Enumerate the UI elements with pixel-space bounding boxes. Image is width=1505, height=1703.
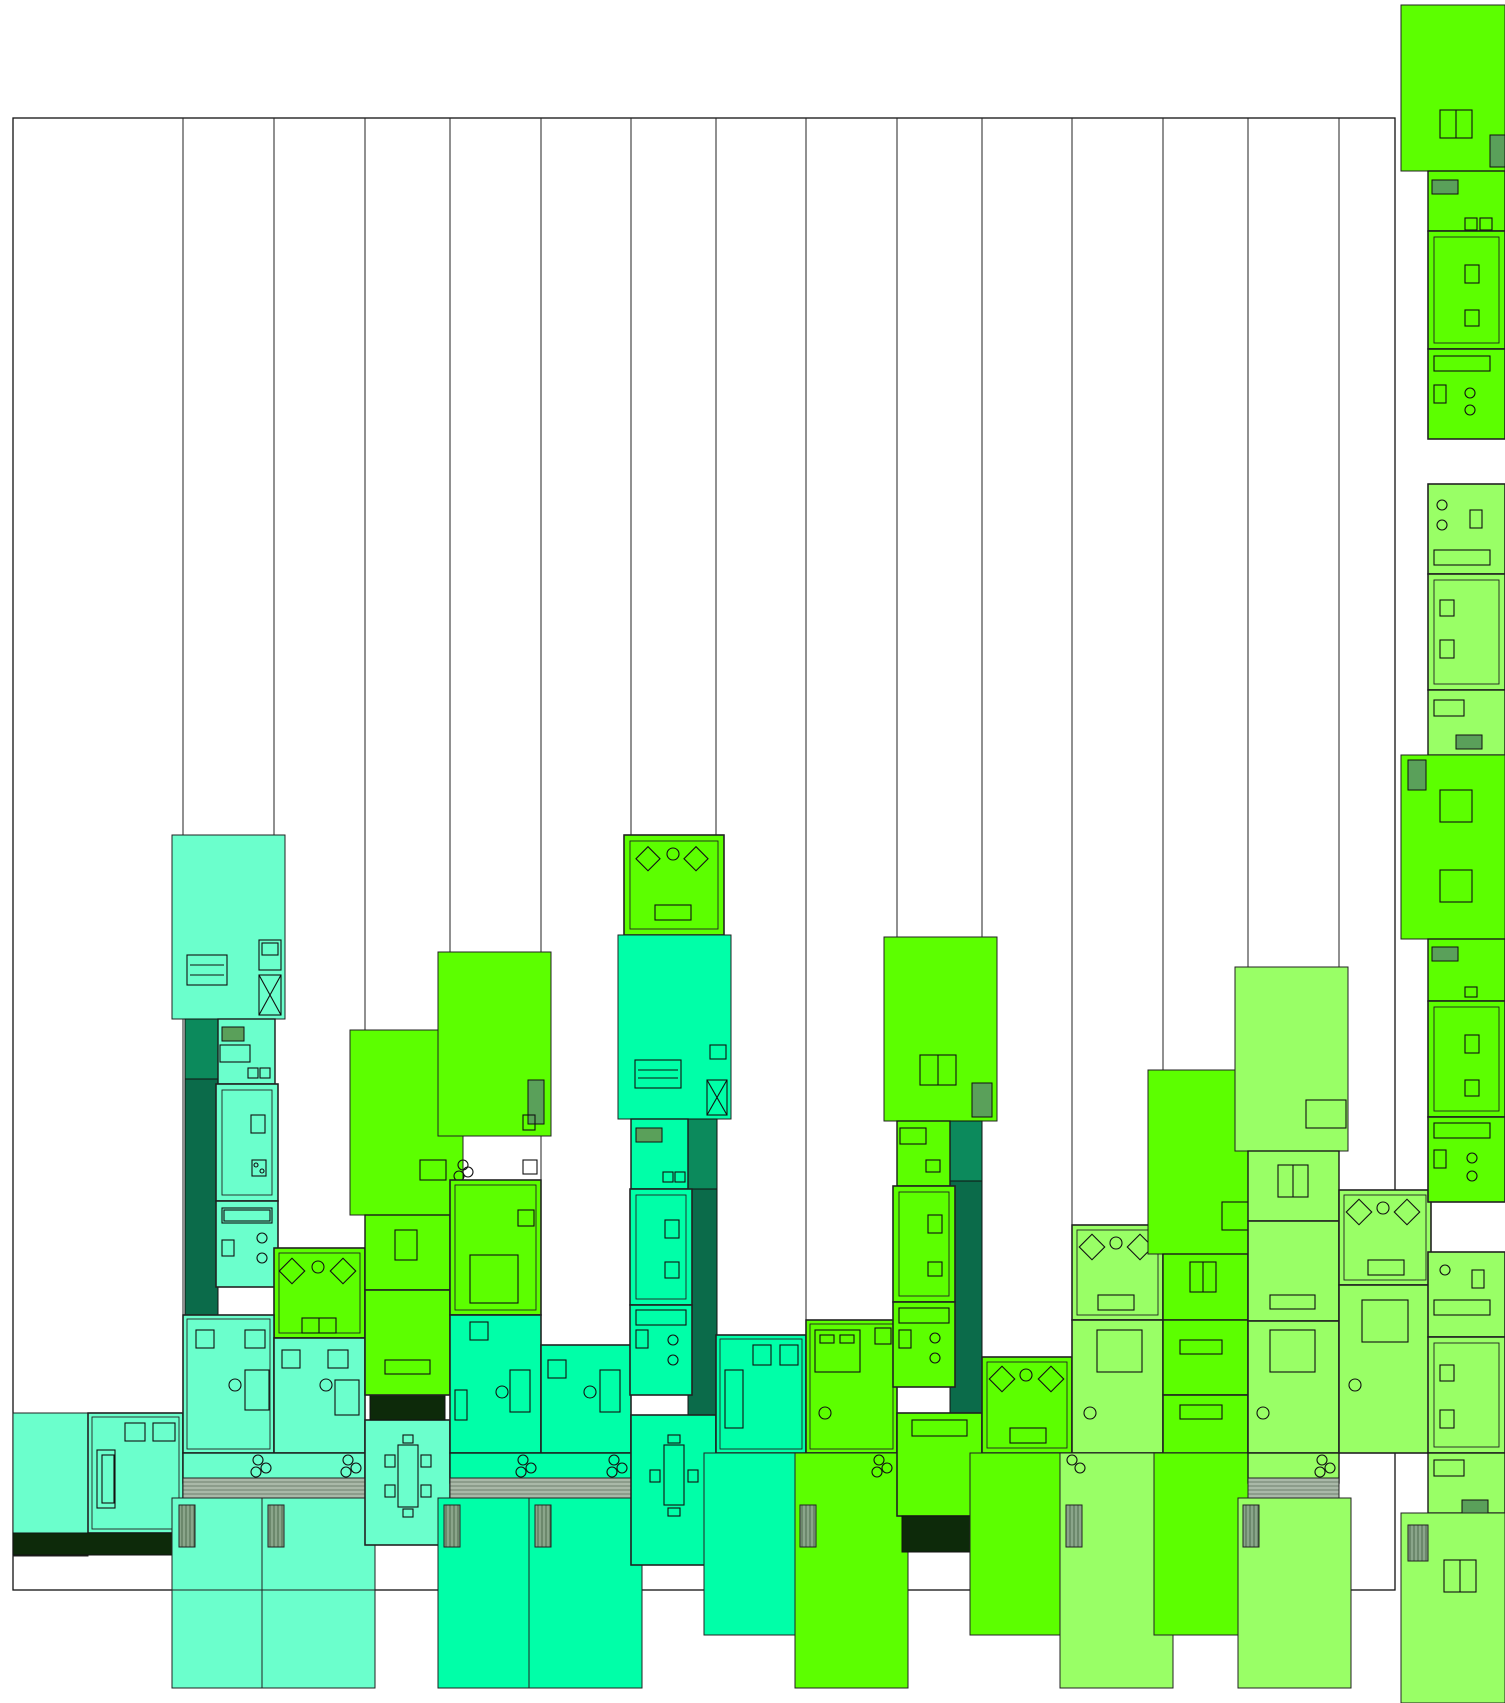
toilet-icon [1314,1454,1336,1478]
light-lime-cluster [1059,966,1432,1689]
kitchen-counter-icon [250,1114,267,1177]
toilet-icon [871,1454,893,1478]
toilet-icon [1066,1454,1086,1474]
armchair-icon [1078,1233,1154,1311]
dining-table-icon [1189,1261,1217,1293]
bed-icon [244,1369,360,1416]
toilet-icon [250,1454,362,1478]
toilet-icon [515,1454,628,1478]
sofa-icon [96,1449,116,1509]
stair-icon [178,1504,285,1548]
armchair-icon [1345,1198,1421,1276]
lime-cluster [794,936,1084,1689]
mint-cluster [349,834,818,1689]
bed-icon [1096,1329,1143,1373]
corridor [182,1477,366,1499]
bathtub-icon [221,1207,273,1224]
bed-icon [814,1329,861,1373]
sofa-icon [634,1059,682,1089]
kitchen-counter-icon [1464,264,1480,327]
armchair-icon [988,1365,1065,1444]
dining-table-icon [649,1434,699,1517]
bed-icon [1269,1329,1316,1373]
bathtub-icon [1433,355,1491,372]
armchair-icon [635,845,709,921]
dining-table-icon [1439,789,1473,903]
sofa-icon [186,954,228,986]
dining-table-icon [384,1434,432,1518]
dining-table-icon [1443,1559,1477,1593]
dining-table-icon [911,1419,968,1437]
tall-tower [1400,4,1505,1703]
toilet-icon [221,1232,268,1264]
dining-table-icon [919,1054,957,1086]
dining-table-icon [1277,1164,1309,1198]
dining-table-icon [384,1359,431,1375]
armchair-icon [278,1257,357,1334]
void-band [12,1532,184,1556]
dining-table-icon [1439,109,1473,139]
aqua-cluster [12,834,376,1689]
